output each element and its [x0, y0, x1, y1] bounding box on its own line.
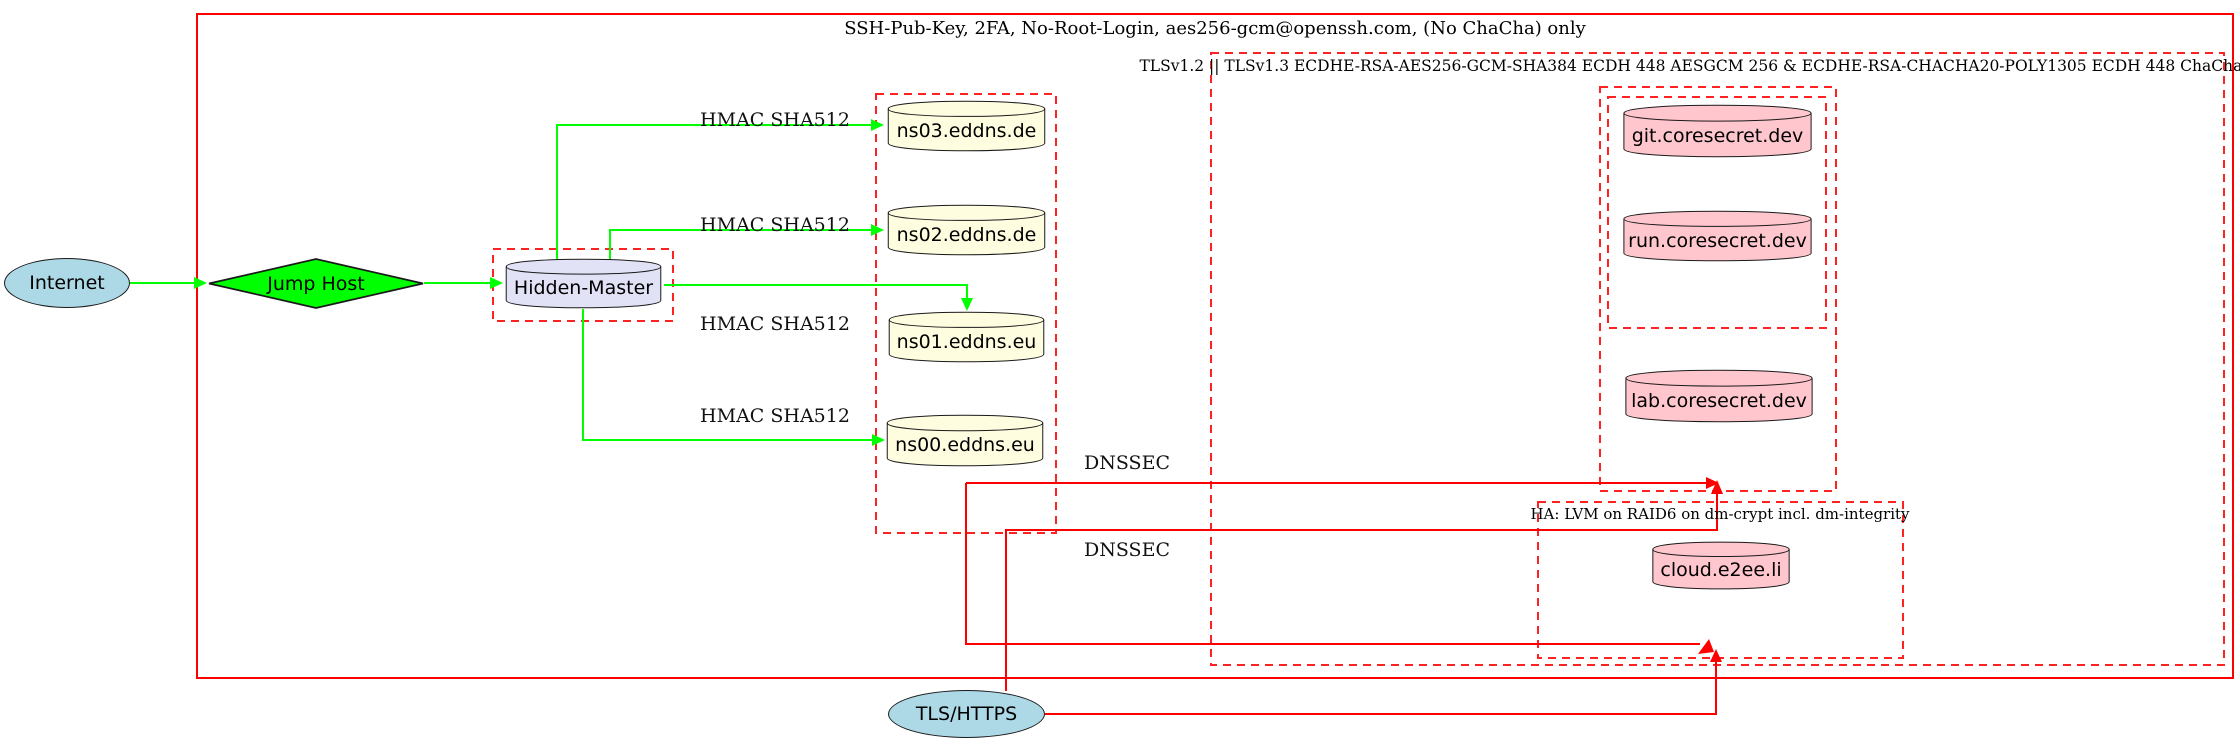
cylinder-shape: [503, 258, 664, 309]
arrowhead-ns02: [871, 224, 884, 236]
arrowhead-tlshttps-cloud: [1710, 649, 1722, 662]
cylinder-shape: [885, 204, 1048, 256]
arrowhead-dnssec-cloud: [1698, 639, 1714, 654]
arrowhead-jumphost: [194, 277, 207, 289]
node-ns02-label: ns02.eddns.de: [896, 223, 1037, 246]
cluster-eddns-box: [875, 93, 1057, 534]
cylinder-shape: [885, 100, 1048, 152]
node-cloud: cloud.e2ee.li: [1650, 541, 1792, 590]
node-jump-host: Jump Host: [208, 258, 424, 309]
cluster-ha-label: HA: LVM on RAID6 on dm-crypt incl. dm-in…: [1530, 505, 1910, 523]
edge-label-hmac-ns00: HMAC SHA512: [700, 405, 850, 427]
node-hidden-master: Hidden-Master: [503, 258, 664, 309]
node-internet-label: Internet: [29, 272, 105, 294]
edge-tlshttps-cloud: [1045, 661, 1717, 715]
edge-hiddenmaster-ns00: [582, 309, 872, 441]
node-git: git.coresecret.dev: [1620, 104, 1815, 158]
node-run-label: run.coresecret.dev: [1628, 229, 1807, 252]
edge-tlshttps-coresecret: [1005, 494, 1718, 691]
node-ns03: ns03.eddns.de: [885, 100, 1048, 152]
node-jump-host-label: Jump Host: [267, 272, 365, 295]
edge-label-dnssec-1: DNSSEC: [1084, 452, 1170, 474]
node-lab: lab.coresecret.dev: [1622, 369, 1816, 423]
diamond-shape: [208, 258, 424, 309]
cluster-ssh-box: [196, 13, 2234, 679]
cylinder-shape: [1650, 541, 1792, 590]
cluster-tls-label: TLSv1.2 || TLSv1.3 ECDHE-RSA-AES256-GCM-…: [1139, 57, 2240, 75]
edge-dnssec-cloud: [965, 483, 1700, 645]
edge-label-dnssec-2: DNSSEC: [1084, 539, 1170, 561]
edge-label-hmac-ns01: HMAC SHA512: [700, 313, 850, 335]
cylinder-shape: [884, 414, 1046, 467]
arrowhead-dnssec-coresecret: [1706, 477, 1719, 489]
cluster-ssh-label: SSH-Pub-Key, 2FA, No-Root-Login, aes256-…: [844, 18, 1586, 39]
cylinder-shape: [886, 311, 1047, 363]
node-tls-https: TLS/HTTPS: [888, 690, 1045, 738]
arrowhead-ns03: [871, 119, 884, 131]
edge-label-hmac-ns03: HMAC SHA512: [700, 109, 850, 131]
edge-hiddenmaster-ns01: [664, 284, 968, 300]
cylinder-shape: [1620, 104, 1815, 158]
node-git-label: git.coresecret.dev: [1631, 124, 1804, 147]
arrowhead-hiddenmaster: [490, 277, 503, 289]
node-run: run.coresecret.dev: [1620, 210, 1815, 262]
node-internet: Internet: [4, 258, 130, 308]
node-lab-label: lab.coresecret.dev: [1631, 389, 1807, 412]
cluster-tls-box: [1210, 52, 2225, 666]
edge-hiddenmaster-ns03: [556, 124, 871, 260]
node-ns03-label: ns03.eddns.de: [896, 119, 1037, 142]
node-hidden-master-label: Hidden-Master: [513, 277, 654, 299]
arrowhead-ns01: [961, 298, 973, 311]
node-ns02: ns02.eddns.de: [885, 204, 1048, 256]
node-cloud-label: cloud.e2ee.li: [1660, 559, 1782, 581]
node-ns00-label: ns00.eddns.eu: [895, 434, 1035, 456]
node-tls-https-label: TLS/HTTPS: [915, 703, 1018, 725]
arrowhead-ns00: [872, 434, 885, 446]
cylinder-shape: [1622, 369, 1816, 423]
edge-hiddenmaster-ns02: [609, 229, 871, 260]
edge-label-hmac-ns02: HMAC SHA512: [700, 214, 850, 236]
cluster-ha-box: [1537, 501, 1904, 659]
arrowhead-tlshttps-coresecret: [1711, 480, 1723, 494]
cylinder-shape: [1620, 210, 1815, 262]
node-ns00: ns00.eddns.eu: [884, 414, 1046, 467]
node-ns01-label: ns01.eddns.eu: [896, 330, 1037, 353]
node-ns01: ns01.eddns.eu: [886, 311, 1047, 363]
